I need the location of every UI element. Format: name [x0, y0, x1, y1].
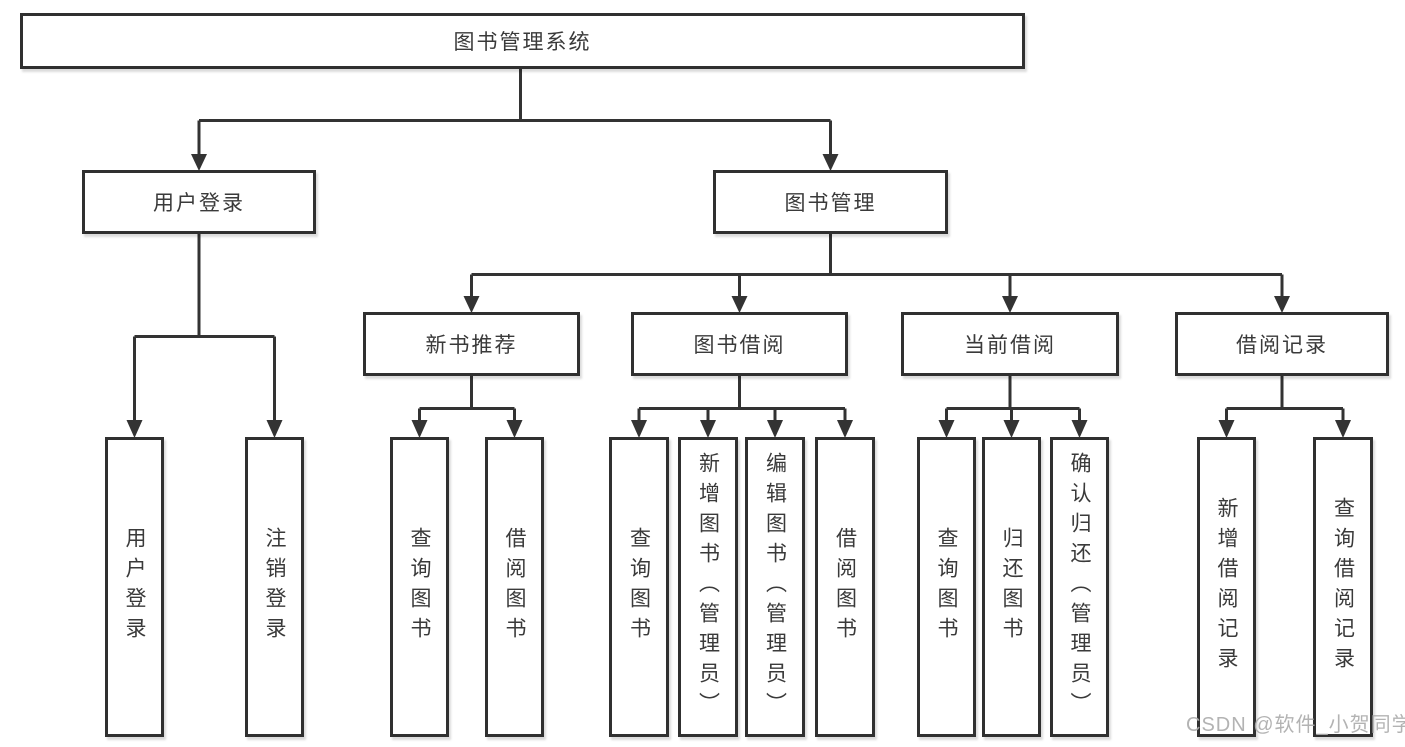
leaf-query-borrow-record: 查询借阅记录 [1313, 437, 1373, 737]
node-root: 图书管理系统 [20, 13, 1025, 69]
leaf-borrow-book-label: 借阅图书 [503, 527, 526, 647]
node-new-book-recommend-label: 新书推荐 [425, 334, 518, 357]
leaf-query-borrow-record-label: 查询借阅记录 [1331, 497, 1355, 677]
leaf-edit-book-admin: 编辑图书（管理员） [745, 437, 805, 737]
leaf-borrow-book-2: 借阅图书 [815, 437, 875, 737]
leaf-query-book-3-label: 查询图书 [935, 527, 958, 647]
leaf-add-book-admin-label: 新增图书（管理员） [696, 452, 720, 722]
leaf-add-borrow-record-label: 新增借阅记录 [1215, 497, 1238, 677]
leaf-user-login: 用户登录 [105, 437, 164, 737]
leaf-return-book-label: 归还图书 [1000, 527, 1023, 647]
leaf-confirm-return-admin: 确认归还（管理员） [1050, 437, 1109, 737]
node-book-borrow: 图书借阅 [631, 312, 848, 376]
leaf-query-book: 查询图书 [390, 437, 449, 737]
csdn-watermark: CSDN @软件_小贺同学 [1186, 714, 1405, 736]
node-root-label: 图书管理系统 [453, 31, 592, 54]
leaf-query-book-2: 查询图书 [609, 437, 669, 737]
node-user-login: 用户登录 [82, 170, 316, 234]
node-new-book-recommend: 新书推荐 [363, 312, 580, 376]
leaf-query-book-2-label: 查询图书 [627, 527, 651, 647]
node-book-management: 图书管理 [713, 170, 948, 234]
leaf-logout-label: 注销登录 [263, 527, 286, 647]
arrowheads [126, 154, 1351, 438]
leaf-edit-book-admin-label: 编辑图书（管理员） [763, 452, 787, 722]
node-current-borrow: 当前借阅 [901, 312, 1119, 376]
node-current-borrow-label: 当前借阅 [964, 334, 1056, 357]
leaf-user-login-label: 用户登录 [123, 527, 146, 647]
leaf-add-book-admin: 新增图书（管理员） [678, 437, 738, 737]
node-book-management-label: 图书管理 [784, 192, 877, 215]
leaf-borrow-book: 借阅图书 [485, 437, 544, 737]
leaf-add-borrow-record: 新增借阅记录 [1197, 437, 1256, 737]
leaf-logout: 注销登录 [245, 437, 304, 737]
node-book-borrow-label: 图书借阅 [693, 334, 786, 357]
node-borrow-records-label: 借阅记录 [1236, 334, 1328, 357]
node-user-login-label: 用户登录 [153, 192, 245, 215]
node-borrow-records: 借阅记录 [1175, 312, 1389, 376]
leaf-query-book-3: 查询图书 [917, 437, 976, 737]
leaf-return-book: 归还图书 [982, 437, 1041, 737]
leaf-borrow-book-2-label: 借阅图书 [833, 527, 857, 647]
leaf-confirm-return-admin-label: 确认归还（管理员） [1068, 452, 1091, 722]
leaf-query-book-label: 查询图书 [408, 527, 431, 647]
